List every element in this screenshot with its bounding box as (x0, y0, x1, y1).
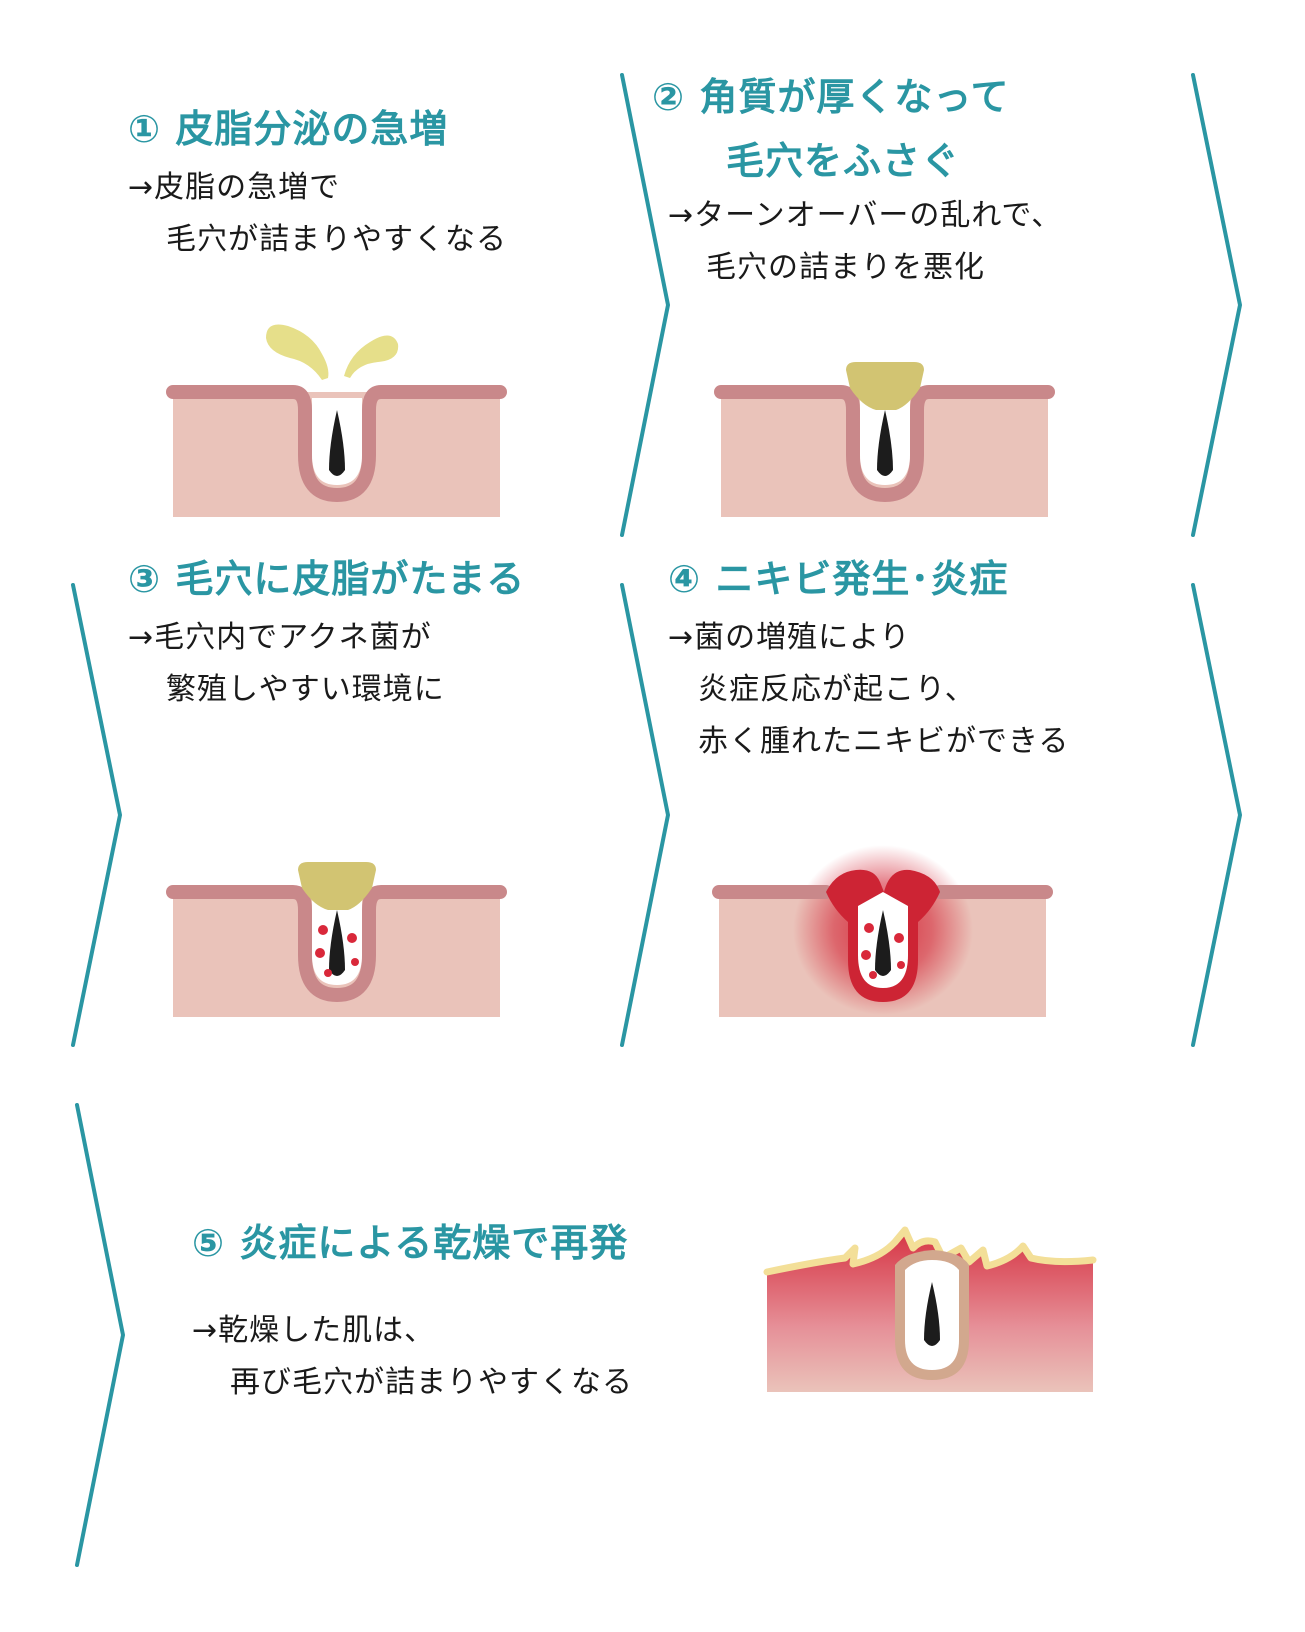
step-4-desc-line-2: 炎症反応が起こり、 (698, 672, 976, 707)
step-4-desc-line-1: →菌の増殖により (668, 620, 911, 655)
hair-icon (877, 410, 893, 476)
step-4-description: →菌の増殖により 炎症反応が起こり、 赤く腫れたニキビができる (668, 612, 1069, 768)
chevron-arrow-icon (1191, 73, 1242, 537)
chevron-arrow-icon (620, 583, 670, 1047)
sebum-trapped-illustration (166, 862, 507, 1017)
step-5-title-line-1: ⑤ 炎症による乾燥で再発 (192, 1221, 629, 1265)
step-3-desc-line-1: →毛穴内でアクネ菌が (128, 620, 432, 655)
step-3-description: →毛穴内でアクネ菌が 繁殖しやすい環境に (128, 612, 445, 716)
step-5-desc-line-1: →乾燥した肌は、 (192, 1313, 436, 1348)
step-2-description: →ターンオーバーの乱れで、 毛穴の詰まりを悪化 (668, 190, 1062, 294)
dry-surface-edge (763, 1226, 1097, 1276)
step-1-desc-line-1: →皮脂の急増で (128, 170, 341, 205)
acne-bacteria (315, 925, 359, 977)
pore-wall (166, 385, 507, 502)
hair-icon (329, 910, 345, 976)
step-2-desc-line-1: →ターンオーバーの乱れで、 (668, 198, 1063, 233)
step-5-description: →乾燥した肌は、 再び毛穴が詰まりやすくなる (192, 1305, 633, 1409)
step-2-title: ② 角質が厚くなって 毛穴をふさぐ (652, 65, 1010, 193)
inflammation-illustration (712, 845, 1053, 1017)
hair-icon (329, 410, 345, 476)
step-3-desc-line-2: 繁殖しやすい環境に (166, 672, 445, 707)
step-5-title: ⑤ 炎症による乾燥で再発 (192, 1212, 628, 1267)
pore-wall (166, 885, 507, 1002)
step-1-description: →皮脂の急増で 毛穴が詰まりやすくなる (128, 162, 507, 266)
step-1-title-line-1: ① 皮脂分泌の急増 (128, 107, 449, 151)
sebum-overflow-illustration (166, 324, 507, 517)
chevron-arrow-icon (71, 583, 122, 1047)
step-2-title-line-1: ② 角質が厚くなって (652, 75, 1010, 119)
keratin-plug (298, 862, 376, 910)
keratin-plug-illustration (714, 362, 1055, 517)
sebum-blob-right (344, 335, 399, 378)
step-4-desc-line-3: 赤く腫れたニキビができる (698, 724, 1070, 759)
step-2-title-line-2: 毛穴をふさぐ (726, 139, 961, 183)
chevron-arrow-icon (75, 1103, 125, 1567)
step-3-title: ③ 毛穴に皮脂がたまる (128, 548, 525, 603)
pore-wall (714, 385, 1055, 502)
sebum-blob-left (266, 324, 329, 380)
hair-icon (924, 1282, 940, 1346)
keratin-plug (846, 362, 924, 410)
step-4-title: ④ ニキビ発生･炎症 (668, 548, 1008, 603)
step-5-desc-line-2: 再び毛穴が詰まりやすくなる (230, 1365, 633, 1400)
step-1-desc-line-2: 毛穴が詰まりやすくなる (166, 222, 507, 257)
step-1-title: ① 皮脂分泌の急増 (128, 98, 448, 153)
hair-icon (875, 910, 891, 976)
step-4-title-line-1: ④ ニキビ発生･炎症 (668, 557, 1009, 601)
chevron-arrow-icon (1191, 583, 1242, 1047)
acne-bacteria (861, 923, 905, 979)
step-3-title-line-1: ③ 毛穴に皮脂がたまる (128, 557, 526, 601)
step-2-desc-line-2: 毛穴の詰まりを悪化 (706, 250, 985, 285)
dry-skin-relapse-illustration (763, 1226, 1097, 1392)
